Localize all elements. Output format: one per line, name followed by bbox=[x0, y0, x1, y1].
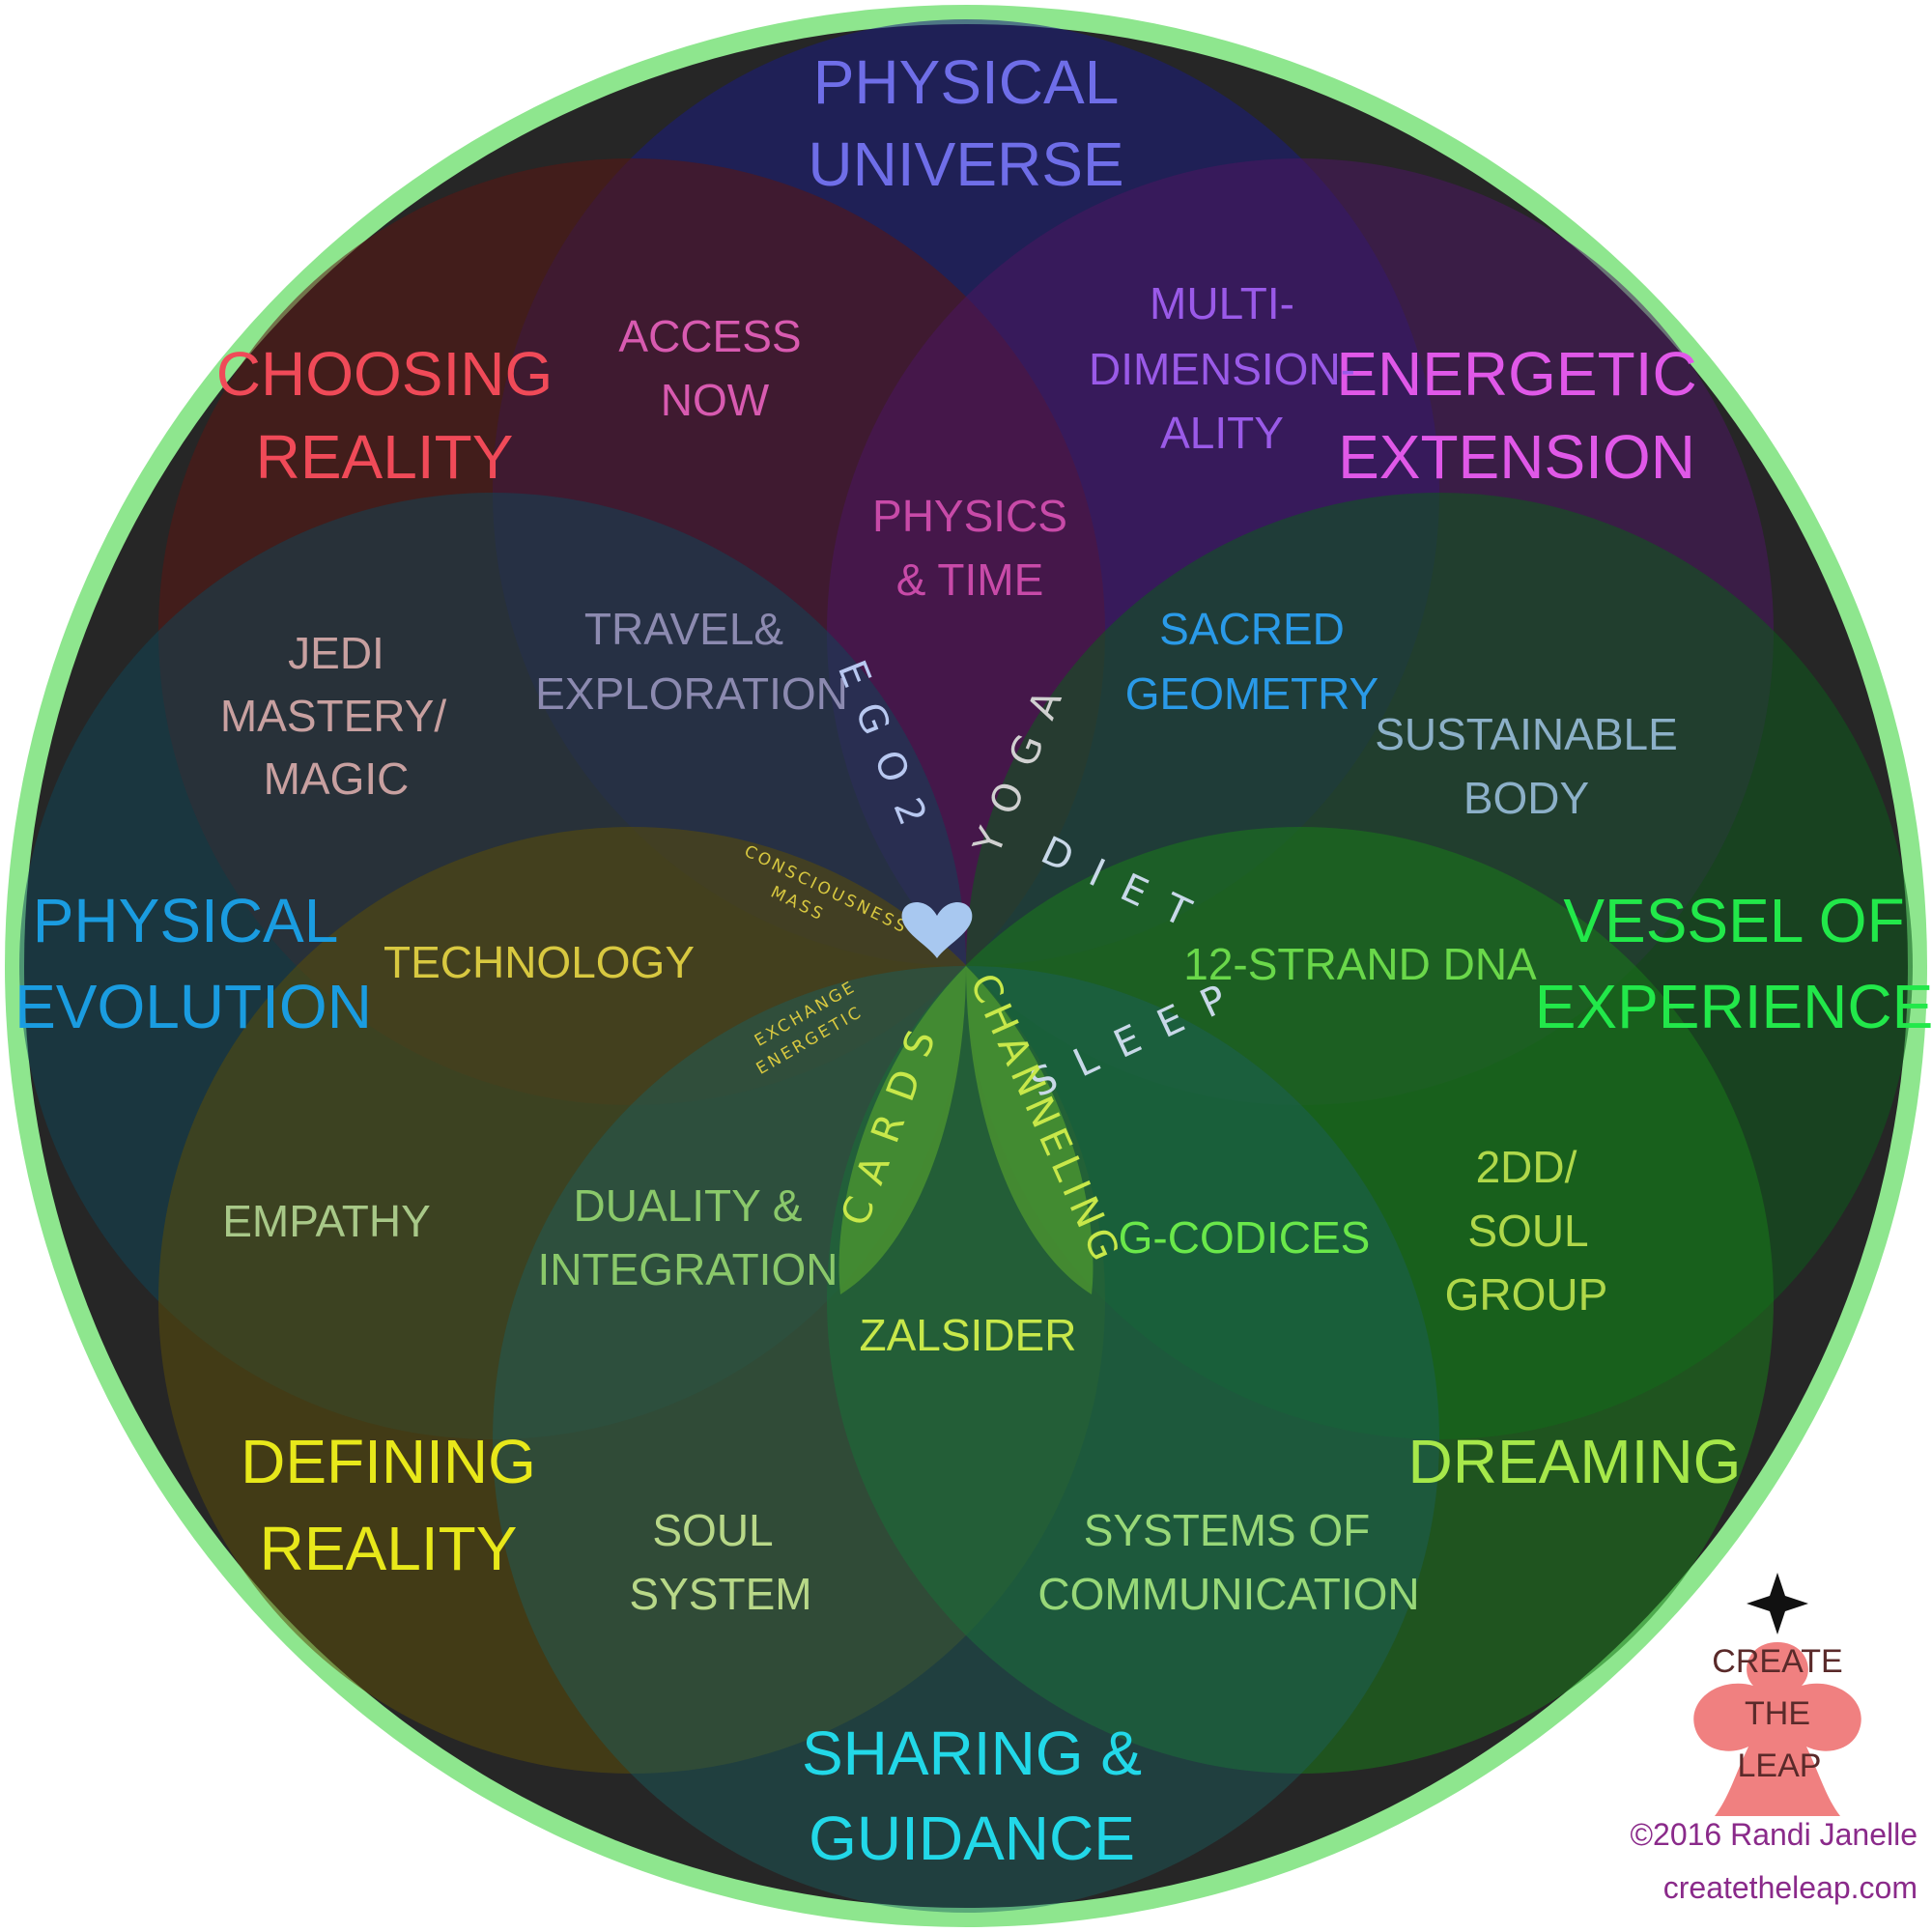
label-g-codices: G-CODICES bbox=[1119, 1212, 1371, 1263]
label-jedi-2: MASTERY/ bbox=[220, 691, 447, 741]
label-multidimensionality-1: MULTI- bbox=[1150, 278, 1294, 328]
label-defining-reality-1: DEFINING bbox=[241, 1427, 536, 1496]
circle-sharing-guidance bbox=[493, 966, 1439, 1913]
label-sacred-geometry-2: GEOMETRY bbox=[1125, 668, 1378, 719]
circle-dreaming bbox=[827, 827, 1774, 1774]
logo-line-create: CREATE bbox=[1712, 1643, 1842, 1680]
outer-labels: PHYSICAL UNIVERSE CHOOSING REALITY ENERG… bbox=[14, 47, 1932, 1873]
label-physical-universe-1: PHYSICAL bbox=[813, 47, 1120, 117]
heart-icon bbox=[901, 902, 973, 958]
petal-cards-highlight bbox=[838, 966, 966, 1294]
petal-channeling-highlight bbox=[966, 966, 1094, 1294]
logo-line-leap: LEAP bbox=[1738, 1747, 1822, 1784]
label-sustainable-body-1: SUSTAINABLE bbox=[1375, 709, 1678, 759]
label-energetic-extension-1: ENERGETIC bbox=[1336, 339, 1696, 409]
label-vessel-of-experience-2: EXPERIENCE bbox=[1535, 972, 1932, 1041]
label-2dd-1: 2DD/ bbox=[1476, 1142, 1577, 1192]
create-the-leap-logo: CREATE THE LEAP bbox=[1693, 1573, 1861, 1816]
label-access-now-1: ACCESS bbox=[618, 311, 801, 361]
label-travel-2: EXPLORATION bbox=[535, 668, 848, 719]
credit-copyright: ©2016 Randi Janelle bbox=[1630, 1817, 1918, 1852]
credit-url: createtheleap.com bbox=[1663, 1870, 1918, 1905]
label-multidimensionality-3: ALITY bbox=[1160, 408, 1284, 458]
label-energetic-extension-2: EXTENSION bbox=[1338, 422, 1695, 492]
overlapping-circles bbox=[19, 19, 1913, 1913]
label-sharing-guidance-2: GUIDANCE bbox=[809, 1804, 1135, 1873]
label-2dd-3: GROUP bbox=[1445, 1269, 1608, 1320]
label-duality-1: DUALITY & bbox=[574, 1180, 803, 1231]
label-choosing-reality-2: REALITY bbox=[256, 422, 514, 492]
label-zalsider: ZALSIDER bbox=[860, 1310, 1077, 1360]
label-dreaming: DREAMING bbox=[1408, 1427, 1742, 1496]
label-physical-universe-2: UNIVERSE bbox=[808, 129, 1123, 199]
star-icon bbox=[1747, 1573, 1808, 1634]
label-sacred-geometry-1: SACRED bbox=[1159, 604, 1345, 654]
label-duality-2: INTEGRATION bbox=[538, 1244, 838, 1294]
label-physics-time-2: & TIME bbox=[896, 554, 1044, 605]
label-technology: TECHNOLOGY bbox=[384, 937, 695, 987]
label-empathy: EMPATHY bbox=[222, 1196, 431, 1246]
logo-line-the: THE bbox=[1745, 1695, 1810, 1732]
label-systems-comm-1: SYSTEMS OF bbox=[1084, 1505, 1370, 1555]
label-jedi-3: MAGIC bbox=[264, 753, 410, 804]
label-sustainable-body-2: BODY bbox=[1463, 773, 1589, 823]
label-physical-evolution-1: PHYSICAL bbox=[33, 886, 339, 955]
label-vessel-of-experience-1: VESSEL OF bbox=[1563, 886, 1904, 955]
label-systems-comm-2: COMMUNICATION bbox=[1037, 1569, 1419, 1619]
label-jedi-1: JEDI bbox=[288, 628, 384, 678]
label-travel-1: TRAVEL& bbox=[584, 604, 783, 654]
label-multidimensionality-2: DIMENSION- bbox=[1089, 344, 1355, 394]
label-dna: 12-STRAND DNA bbox=[1183, 939, 1537, 989]
label-sharing-guidance-1: SHARING & bbox=[802, 1719, 1142, 1788]
label-physical-evolution-2: EVOLUTION bbox=[14, 972, 372, 1041]
circle-defining-reality bbox=[158, 827, 1105, 1774]
label-soul-system-1: SOUL bbox=[652, 1505, 773, 1555]
label-choosing-reality-1: CHOOSING bbox=[216, 339, 553, 409]
spade-icon bbox=[1693, 1642, 1861, 1816]
label-soul-system-2: SYSTEM bbox=[629, 1569, 811, 1619]
label-physics-time-1: PHYSICS bbox=[872, 491, 1067, 541]
label-2dd-2: SOUL bbox=[1467, 1206, 1588, 1256]
label-defining-reality-2: REALITY bbox=[260, 1514, 518, 1583]
label-access-now-2: NOW bbox=[661, 375, 770, 425]
inner-labels: ACCESS NOW MULTI- DIMENSION- ALITY PHYSI… bbox=[220, 278, 1678, 1619]
